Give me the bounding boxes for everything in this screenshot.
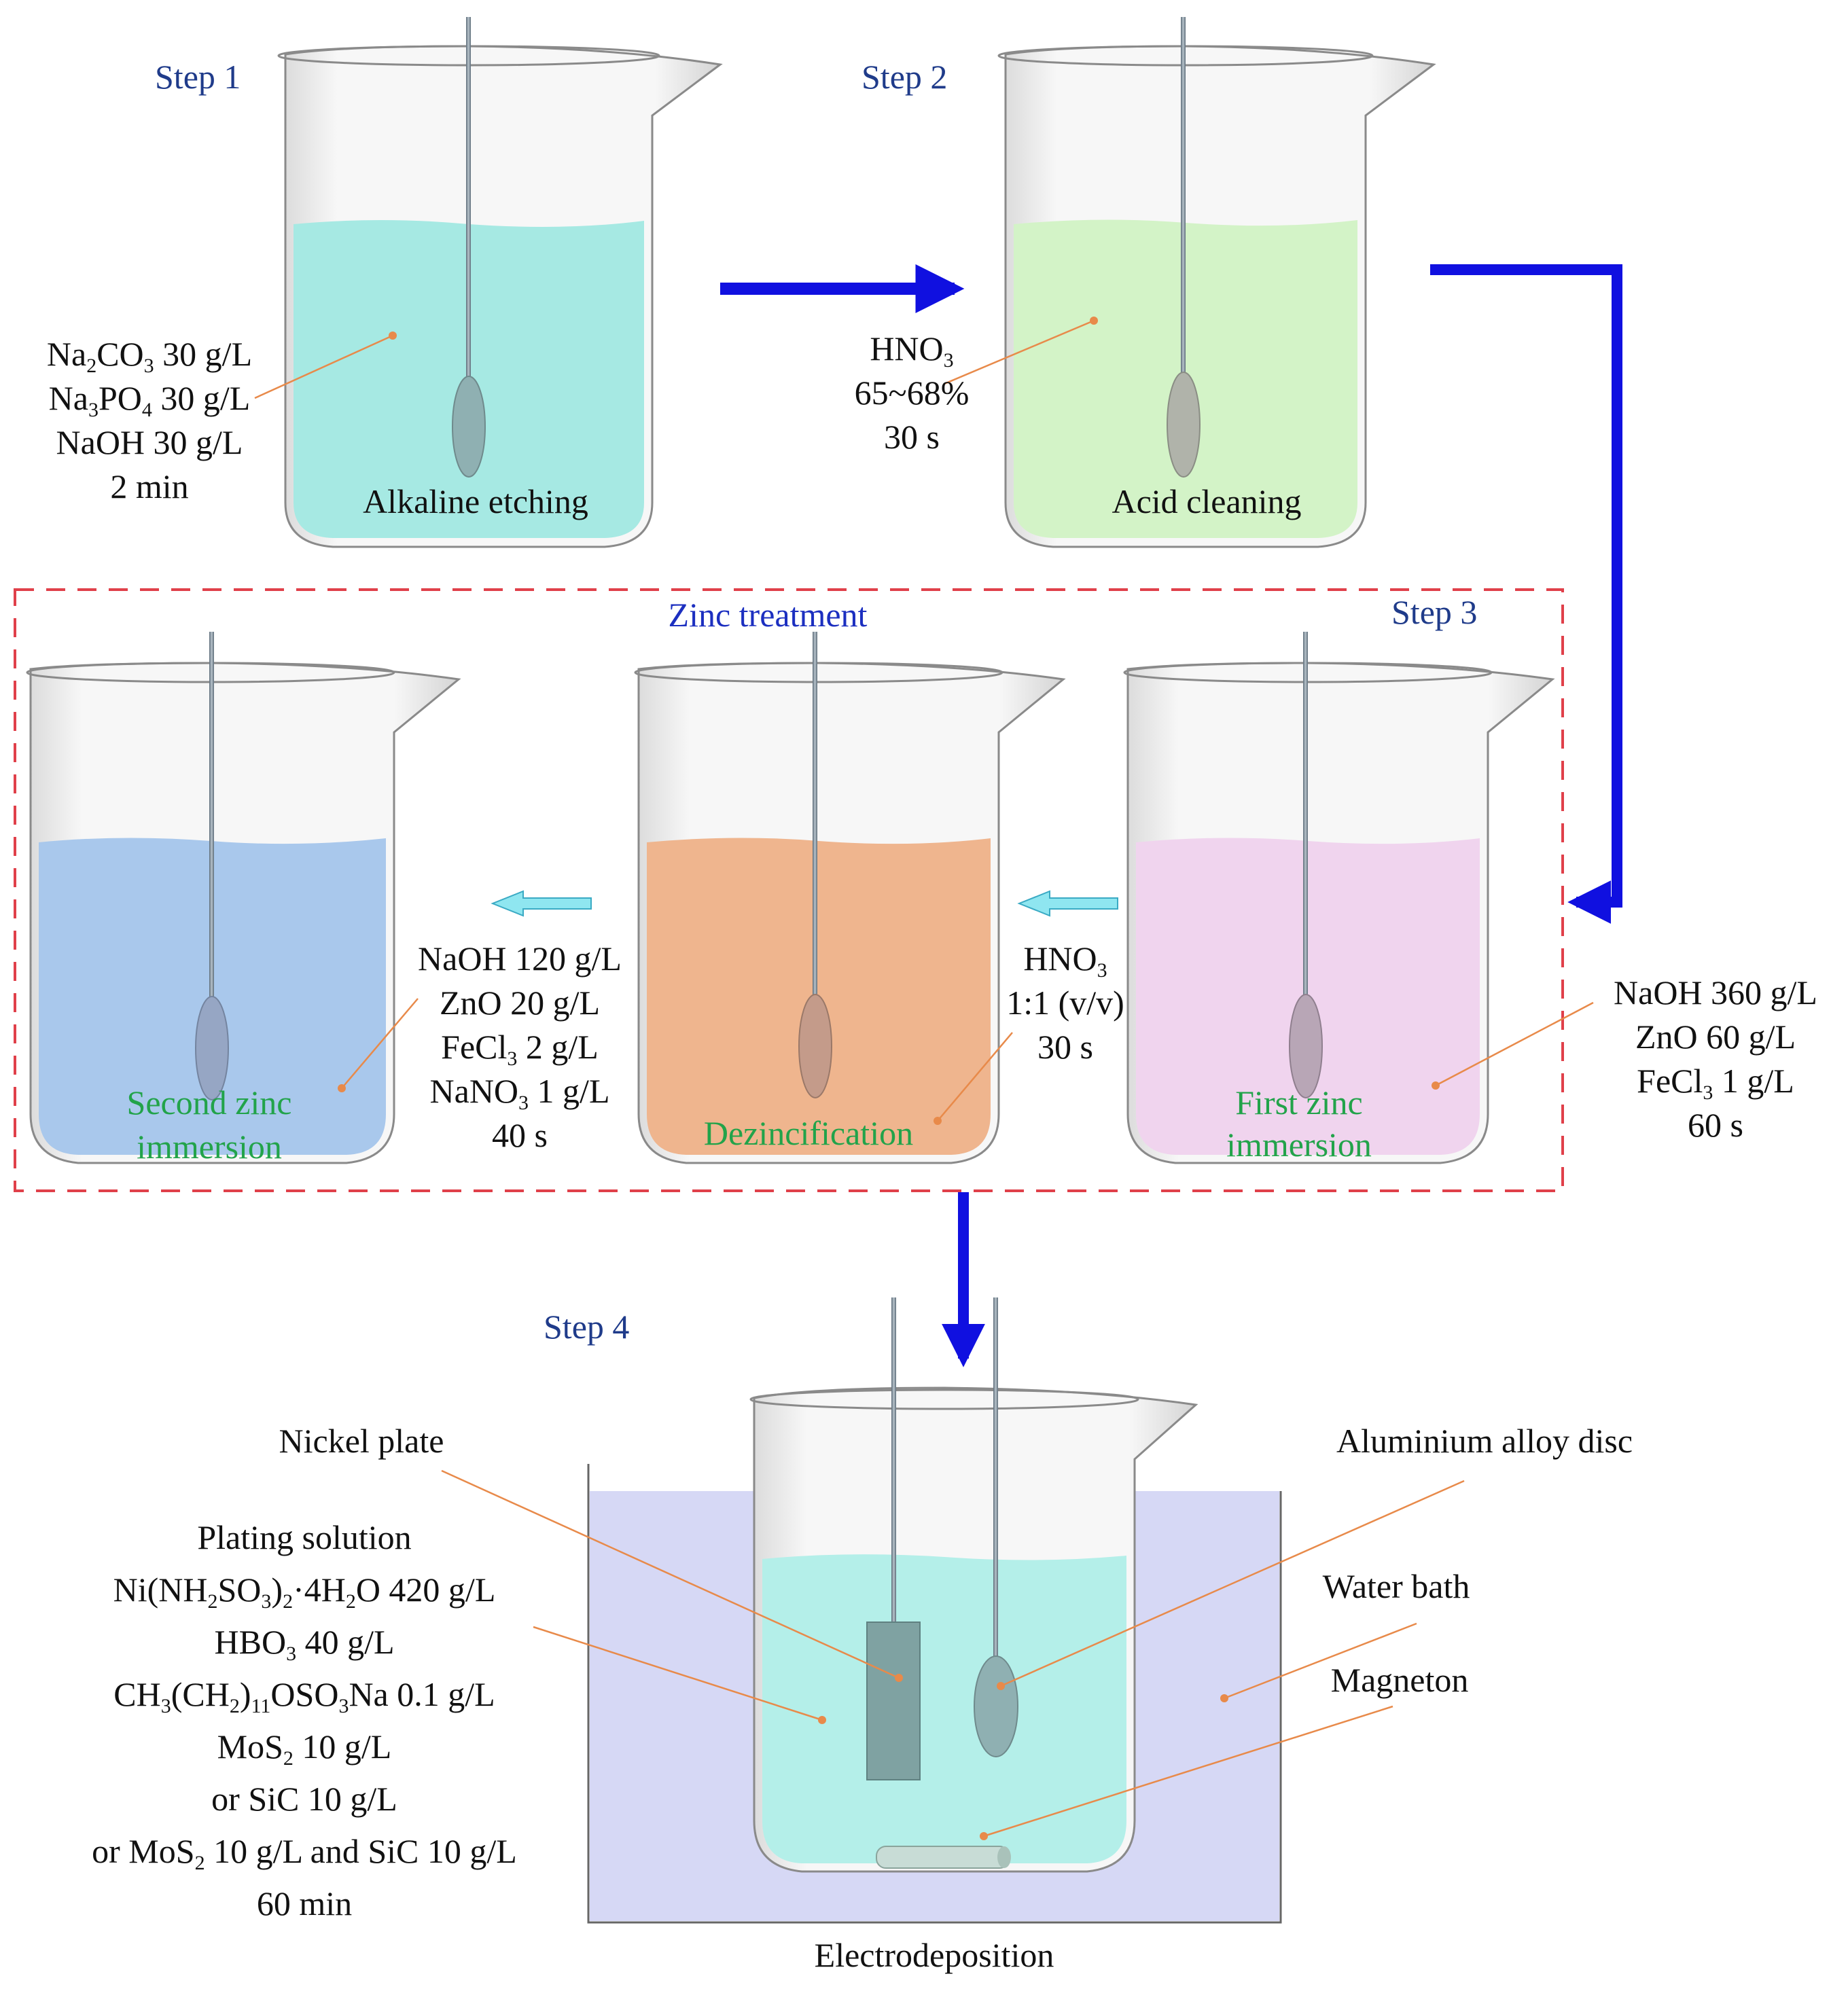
sample-disc — [195, 996, 229, 1100]
beaker-label-line2: immersion — [1226, 1126, 1372, 1164]
acid-recipe: HNO3 65~68% 30 s — [855, 329, 970, 456]
svg-text:40 s: 40 s — [492, 1116, 548, 1154]
leader-disc — [1000, 1480, 1465, 1687]
magneton-label: Magneton — [1331, 1661, 1469, 1699]
sample-disc — [1167, 372, 1201, 478]
svg-text:60 min: 60 min — [257, 1884, 352, 1922]
rod — [1181, 17, 1186, 384]
rod — [209, 632, 214, 1012]
svg-text:or SiC 10 g/L: or SiC 10 g/L — [211, 1780, 397, 1818]
leader-magneton — [983, 1705, 1393, 1838]
zinc-treatment-box — [14, 588, 1564, 1192]
beaker-first-zinc-immersion: First zinc immersion — [1123, 632, 1594, 1164]
svg-text:NaOH 360 g/L: NaOH 360 g/L — [1614, 973, 1817, 1011]
beaker-label-line1: Second zinc — [127, 1083, 292, 1122]
beaker-label-line1: First zinc — [1235, 1083, 1362, 1122]
nickel-plate-label: Nickel plate — [279, 1422, 444, 1460]
nickel-plate — [866, 1621, 921, 1780]
svg-text:MoS2 10 g/L: MoS2 10 g/L — [217, 1727, 392, 1770]
beaker-alkaline-etching: Alkaline etching — [254, 17, 723, 548]
sample-disc — [798, 994, 832, 1098]
beaker-dezincification: Dezincification — [634, 632, 1066, 1164]
svg-text:HNO3: HNO3 — [870, 329, 953, 372]
step-2-label: Step 2 — [861, 58, 947, 96]
small-arrow-3a-to-3b — [1017, 890, 1118, 917]
step-4-label: Step 4 — [544, 1308, 629, 1346]
svg-text:FeCl3 2 g/L: FeCl3 2 g/L — [441, 1028, 599, 1070]
beaker-label: Alkaline etching — [363, 482, 588, 520]
svg-text:Na2CO3 30 g/L: Na2CO3 30 g/L — [47, 335, 252, 377]
solution-plating — [762, 1554, 1126, 1863]
beaker-electrodeposition — [749, 1297, 1198, 1873]
svg-text:2 min: 2 min — [110, 467, 188, 505]
second-zinc-recipe: NaOH 120 g/L ZnO 20 g/L FeCl3 2 g/L NaNO… — [418, 939, 622, 1154]
beaker-label-line2: immersion — [137, 1128, 282, 1166]
svg-text:Na3PO4 30 g/L: Na3PO4 30 g/L — [49, 379, 251, 421]
svg-text:ZnO 60 g/L: ZnO 60 g/L — [1635, 1018, 1796, 1056]
svg-text:ZnO 20 g/L: ZnO 20 g/L — [440, 984, 600, 1022]
svg-text:60 s: 60 s — [1688, 1106, 1743, 1144]
svg-text:HNO3: HNO3 — [1023, 939, 1107, 982]
svg-text:CH3(CH2)11OSO3Na 0.1 g/L: CH3(CH2)11OSO3Na 0.1 g/L — [113, 1675, 495, 1717]
nickel-rod — [891, 1297, 896, 1627]
svg-text:Ni(NH2SO3)2·4H2O 420 g/L: Ni(NH2SO3)2·4H2O 420 g/L — [113, 1571, 496, 1613]
svg-text:FeCl3 1 g/L: FeCl3 1 g/L — [1637, 1062, 1794, 1104]
small-arrow-3b-to-3c — [491, 890, 592, 917]
step-3-label: Step 3 — [1391, 593, 1477, 631]
plating-solution-recipe: Plating solution Ni(NH2SO3)2·4H2O 420 g/… — [92, 1518, 517, 1922]
beaker-second-zinc-immersion: Second zinc immersion — [26, 632, 461, 1166]
svg-text:65~68%: 65~68% — [855, 374, 970, 412]
rod — [466, 17, 471, 397]
aluminium-disc-label: Aluminium alloy disc — [1336, 1422, 1633, 1460]
beaker-label: Acid cleaning — [1112, 482, 1301, 520]
beaker-acid-cleaning: Acid cleaning — [944, 17, 1436, 548]
dezinc-recipe: HNO3 1:1 (v/v) 30 s — [1006, 939, 1124, 1066]
electrodeposition-label: Electrodeposition — [815, 1936, 1054, 1974]
sample-disc — [1289, 994, 1323, 1098]
sample-disc — [452, 376, 486, 478]
svg-text:30 s: 30 s — [1037, 1028, 1093, 1066]
first-zinc-recipe: NaOH 360 g/L ZnO 60 g/L FeCl3 1 g/L 60 s — [1614, 973, 1817, 1144]
leader-bath — [1224, 1622, 1417, 1700]
step-1-label: Step 1 — [155, 58, 241, 96]
svg-text:30 s: 30 s — [884, 418, 940, 456]
flow-arrow-2-to-3 — [1430, 264, 1622, 924]
leader-plating — [533, 1626, 823, 1721]
rod — [813, 632, 817, 1012]
svg-text:NaOH 30 g/L: NaOH 30 g/L — [56, 423, 243, 461]
alkaline-recipe: Na2CO3 30 g/L Na3PO4 30 g/L NaOH 30 g/L … — [47, 335, 252, 505]
beaker-label: Dezincification — [704, 1114, 913, 1152]
aluminium-disc — [974, 1655, 1018, 1757]
svg-text:1:1 (v/v): 1:1 (v/v) — [1006, 984, 1124, 1022]
water-bath-label: Water bath — [1323, 1567, 1470, 1605]
disc-rod — [993, 1297, 998, 1664]
rod — [1303, 632, 1308, 1012]
leader-nickel — [441, 1469, 900, 1679]
svg-text:HBO3 40 g/L: HBO3 40 g/L — [214, 1623, 394, 1665]
svg-text:NaOH 120 g/L: NaOH 120 g/L — [418, 939, 622, 978]
zinc-treatment-title: Zinc treatment — [669, 596, 868, 634]
magneton — [876, 1846, 1011, 1869]
svg-text:Plating solution: Plating solution — [197, 1518, 411, 1556]
svg-text:NaNO3 1 g/L: NaNO3 1 g/L — [430, 1072, 610, 1114]
svg-text:or MoS2 10 g/L and SiC 10 g/: or MoS2 10 g/L and SiC 10 g/L — [92, 1832, 517, 1874]
